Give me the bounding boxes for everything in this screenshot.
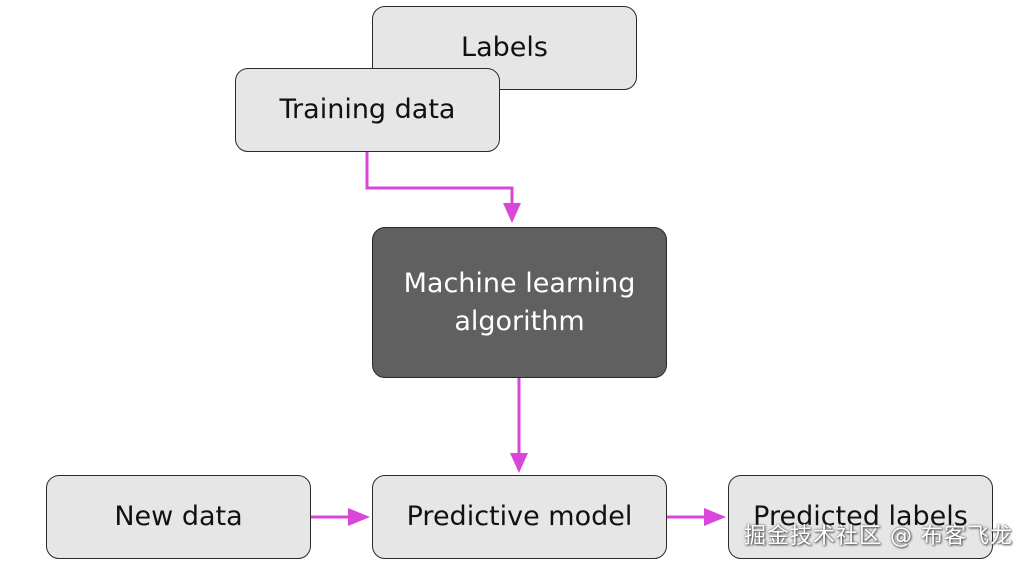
arrow-training-to-algorithm: [365, 152, 514, 205]
predictive-model-text: Predictive model: [406, 501, 633, 533]
new-data-box: New data: [46, 475, 311, 559]
arrowhead-algorithm: [503, 203, 521, 223]
watermark: 掘金技术社区 @ 布客飞龙: [744, 524, 1013, 549]
ml-algorithm-box: Machine learning algorithm: [372, 227, 667, 378]
predicted-labels-box: Predicted labels: [728, 475, 993, 559]
labels-text: Labels: [461, 32, 548, 64]
arrowhead-model-left: [348, 508, 370, 526]
predictive-model-box: Predictive model: [372, 475, 667, 559]
ml-algorithm-text-line1: Machine learning: [403, 267, 636, 299]
predicted-labels-text: Predicted labels: [753, 501, 968, 533]
training-data-text: Training data: [279, 94, 456, 126]
training-data-box: Training data: [235, 68, 500, 152]
arrowhead-model-top: [510, 453, 528, 473]
new-data-text: New data: [114, 501, 243, 533]
ml-algorithm-text-line2: algorithm: [454, 305, 585, 337]
arrowhead-predicted: [704, 508, 726, 526]
